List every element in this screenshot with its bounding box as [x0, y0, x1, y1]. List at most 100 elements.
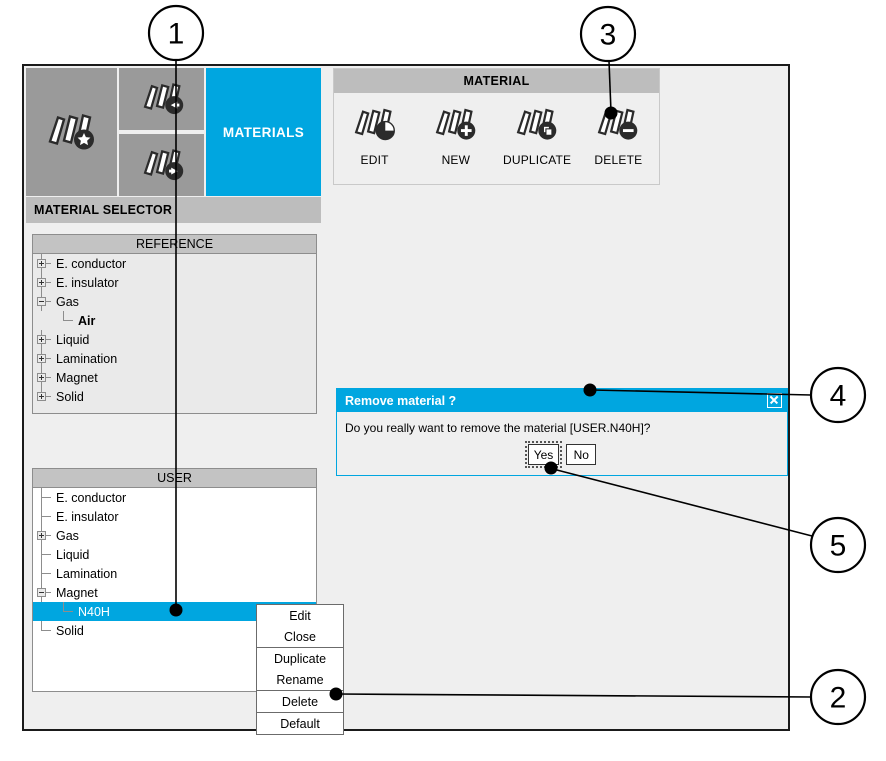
reference-node-lamination[interactable]: Lamination	[33, 349, 316, 368]
tree-connector	[33, 488, 55, 507]
tree-connector	[33, 564, 55, 583]
user-node-lamination[interactable]: Lamination	[33, 564, 316, 583]
material-panel-title: MATERIAL	[334, 69, 659, 93]
tree-connector	[33, 507, 55, 526]
user-node-liquid[interactable]: Liquid	[33, 545, 316, 564]
expand-plus-icon[interactable]	[37, 335, 46, 344]
tree-node-label: Solid	[56, 389, 84, 404]
new-material-label: NEW	[441, 153, 471, 167]
tree-connector	[33, 349, 55, 368]
material-star-icon	[44, 108, 100, 157]
tree-node-label: Air	[78, 313, 96, 328]
material-duplicate-icon	[513, 102, 561, 147]
user-node-solid[interactable]: Solid	[33, 621, 316, 640]
tree-node-label: Liquid	[56, 547, 90, 562]
tree-connector	[55, 602, 77, 621]
menu-group: Delete	[257, 691, 343, 713]
reference-node-liquid[interactable]: Liquid	[33, 330, 316, 349]
callout-circle-1	[147, 4, 205, 62]
tree-node-label: Lamination	[56, 566, 118, 581]
callout-circle-2	[809, 668, 867, 726]
edit-material-label: EDIT	[360, 153, 389, 167]
dialog-title-bar[interactable]: Remove material ?	[337, 389, 787, 412]
tree-connector	[55, 311, 77, 330]
tree-connector	[33, 526, 55, 545]
reference-node-e-conductor[interactable]: E. conductor	[33, 254, 316, 273]
user-tree-title: USER	[32, 468, 317, 488]
tree-connector	[33, 273, 55, 292]
tree-node-label: Magnet	[56, 585, 98, 600]
callout-number-1: 1	[168, 18, 185, 51]
material-selector-header: MATERIAL SELECTOR	[26, 197, 321, 223]
new-material-button[interactable]: NEW	[415, 102, 496, 167]
material-edit-icon	[351, 102, 399, 147]
collapse-minus-icon[interactable]	[37, 588, 46, 597]
edit-material-button[interactable]: EDIT	[334, 102, 415, 167]
material-selector-title: MATERIAL SELECTOR	[34, 203, 173, 217]
tree-connector	[33, 387, 55, 406]
expand-plus-icon[interactable]	[37, 354, 46, 363]
tab-strip: MATERIALS	[26, 68, 321, 196]
menu-item-close[interactable]: Close	[284, 629, 316, 644]
tab-previous-material[interactable]	[119, 68, 204, 130]
callout-number-5: 5	[830, 530, 847, 563]
menu-item-delete[interactable]: Delete	[281, 694, 319, 709]
tree-connector	[33, 292, 55, 311]
callout-number-2: 2	[830, 682, 847, 715]
reference-node-air[interactable]: Air	[33, 311, 316, 330]
tree-node-label: Gas	[56, 294, 79, 309]
delete-material-label: DELETE	[594, 153, 643, 167]
tree-connector	[33, 254, 55, 273]
dialog-message: Do you really want to remove the materia…	[345, 421, 651, 435]
user-node-magnet[interactable]: Magnet	[33, 583, 316, 602]
tab-materials[interactable]: MATERIALS	[206, 68, 321, 196]
tree-connector	[33, 621, 55, 640]
tree-node-label: E. insulator	[56, 509, 119, 524]
tree-connector	[33, 330, 55, 349]
callout-number-4: 4	[830, 380, 847, 413]
expand-plus-icon[interactable]	[37, 373, 46, 382]
tree-node-label: N40H	[78, 604, 110, 619]
user-node-e-insulator[interactable]: E. insulator	[33, 507, 316, 526]
tree-node-label: Liquid	[56, 332, 90, 347]
reference-node-magnet[interactable]: Magnet	[33, 368, 316, 387]
tree-node-label: E. conductor	[56, 490, 127, 505]
menu-item-edit[interactable]: Edit	[289, 608, 311, 623]
tree-connector	[33, 545, 55, 564]
user-node-gas[interactable]: Gas	[33, 526, 316, 545]
tab-favorite-material[interactable]	[26, 68, 117, 196]
expand-plus-icon[interactable]	[37, 392, 46, 401]
tab-next-material[interactable]	[119, 134, 204, 196]
tree-node-label: Magnet	[56, 370, 98, 385]
tree-node-label: E. conductor	[56, 256, 127, 271]
tree-node-label: E. insulator	[56, 275, 119, 290]
dialog-no-button[interactable]: No	[566, 444, 597, 465]
menu-item-default[interactable]: Default	[280, 716, 320, 731]
reference-node-gas[interactable]: Gas	[33, 292, 316, 311]
user-node-e-conductor[interactable]: E. conductor	[33, 488, 316, 507]
remove-material-dialog: Remove material ? Do you really want to …	[336, 388, 788, 476]
delete-material-button[interactable]: DELETE	[578, 102, 659, 167]
menu-item-rename[interactable]: Rename	[276, 672, 324, 687]
expand-plus-icon[interactable]	[37, 531, 46, 540]
menu-item-duplicate[interactable]: Duplicate	[273, 651, 327, 666]
duplicate-material-button[interactable]: DUPLICATE	[497, 102, 578, 167]
collapse-minus-icon[interactable]	[37, 297, 46, 306]
material-forward-arrow-icon	[139, 144, 187, 187]
callout-circle-3	[579, 5, 637, 63]
material-back-arrow-icon	[139, 78, 187, 121]
reference-node-solid[interactable]: Solid	[33, 387, 316, 406]
dialog-yes-button[interactable]: Yes	[524, 441, 563, 468]
reference-tree-title: REFERENCE	[32, 234, 317, 254]
reference-node-e-insulator[interactable]: E. insulator	[33, 273, 316, 292]
expand-plus-icon[interactable]	[37, 259, 46, 268]
material-toolbar: EDIT NEW	[334, 93, 659, 194]
expand-plus-icon[interactable]	[37, 278, 46, 287]
close-x-icon[interactable]	[767, 393, 782, 408]
